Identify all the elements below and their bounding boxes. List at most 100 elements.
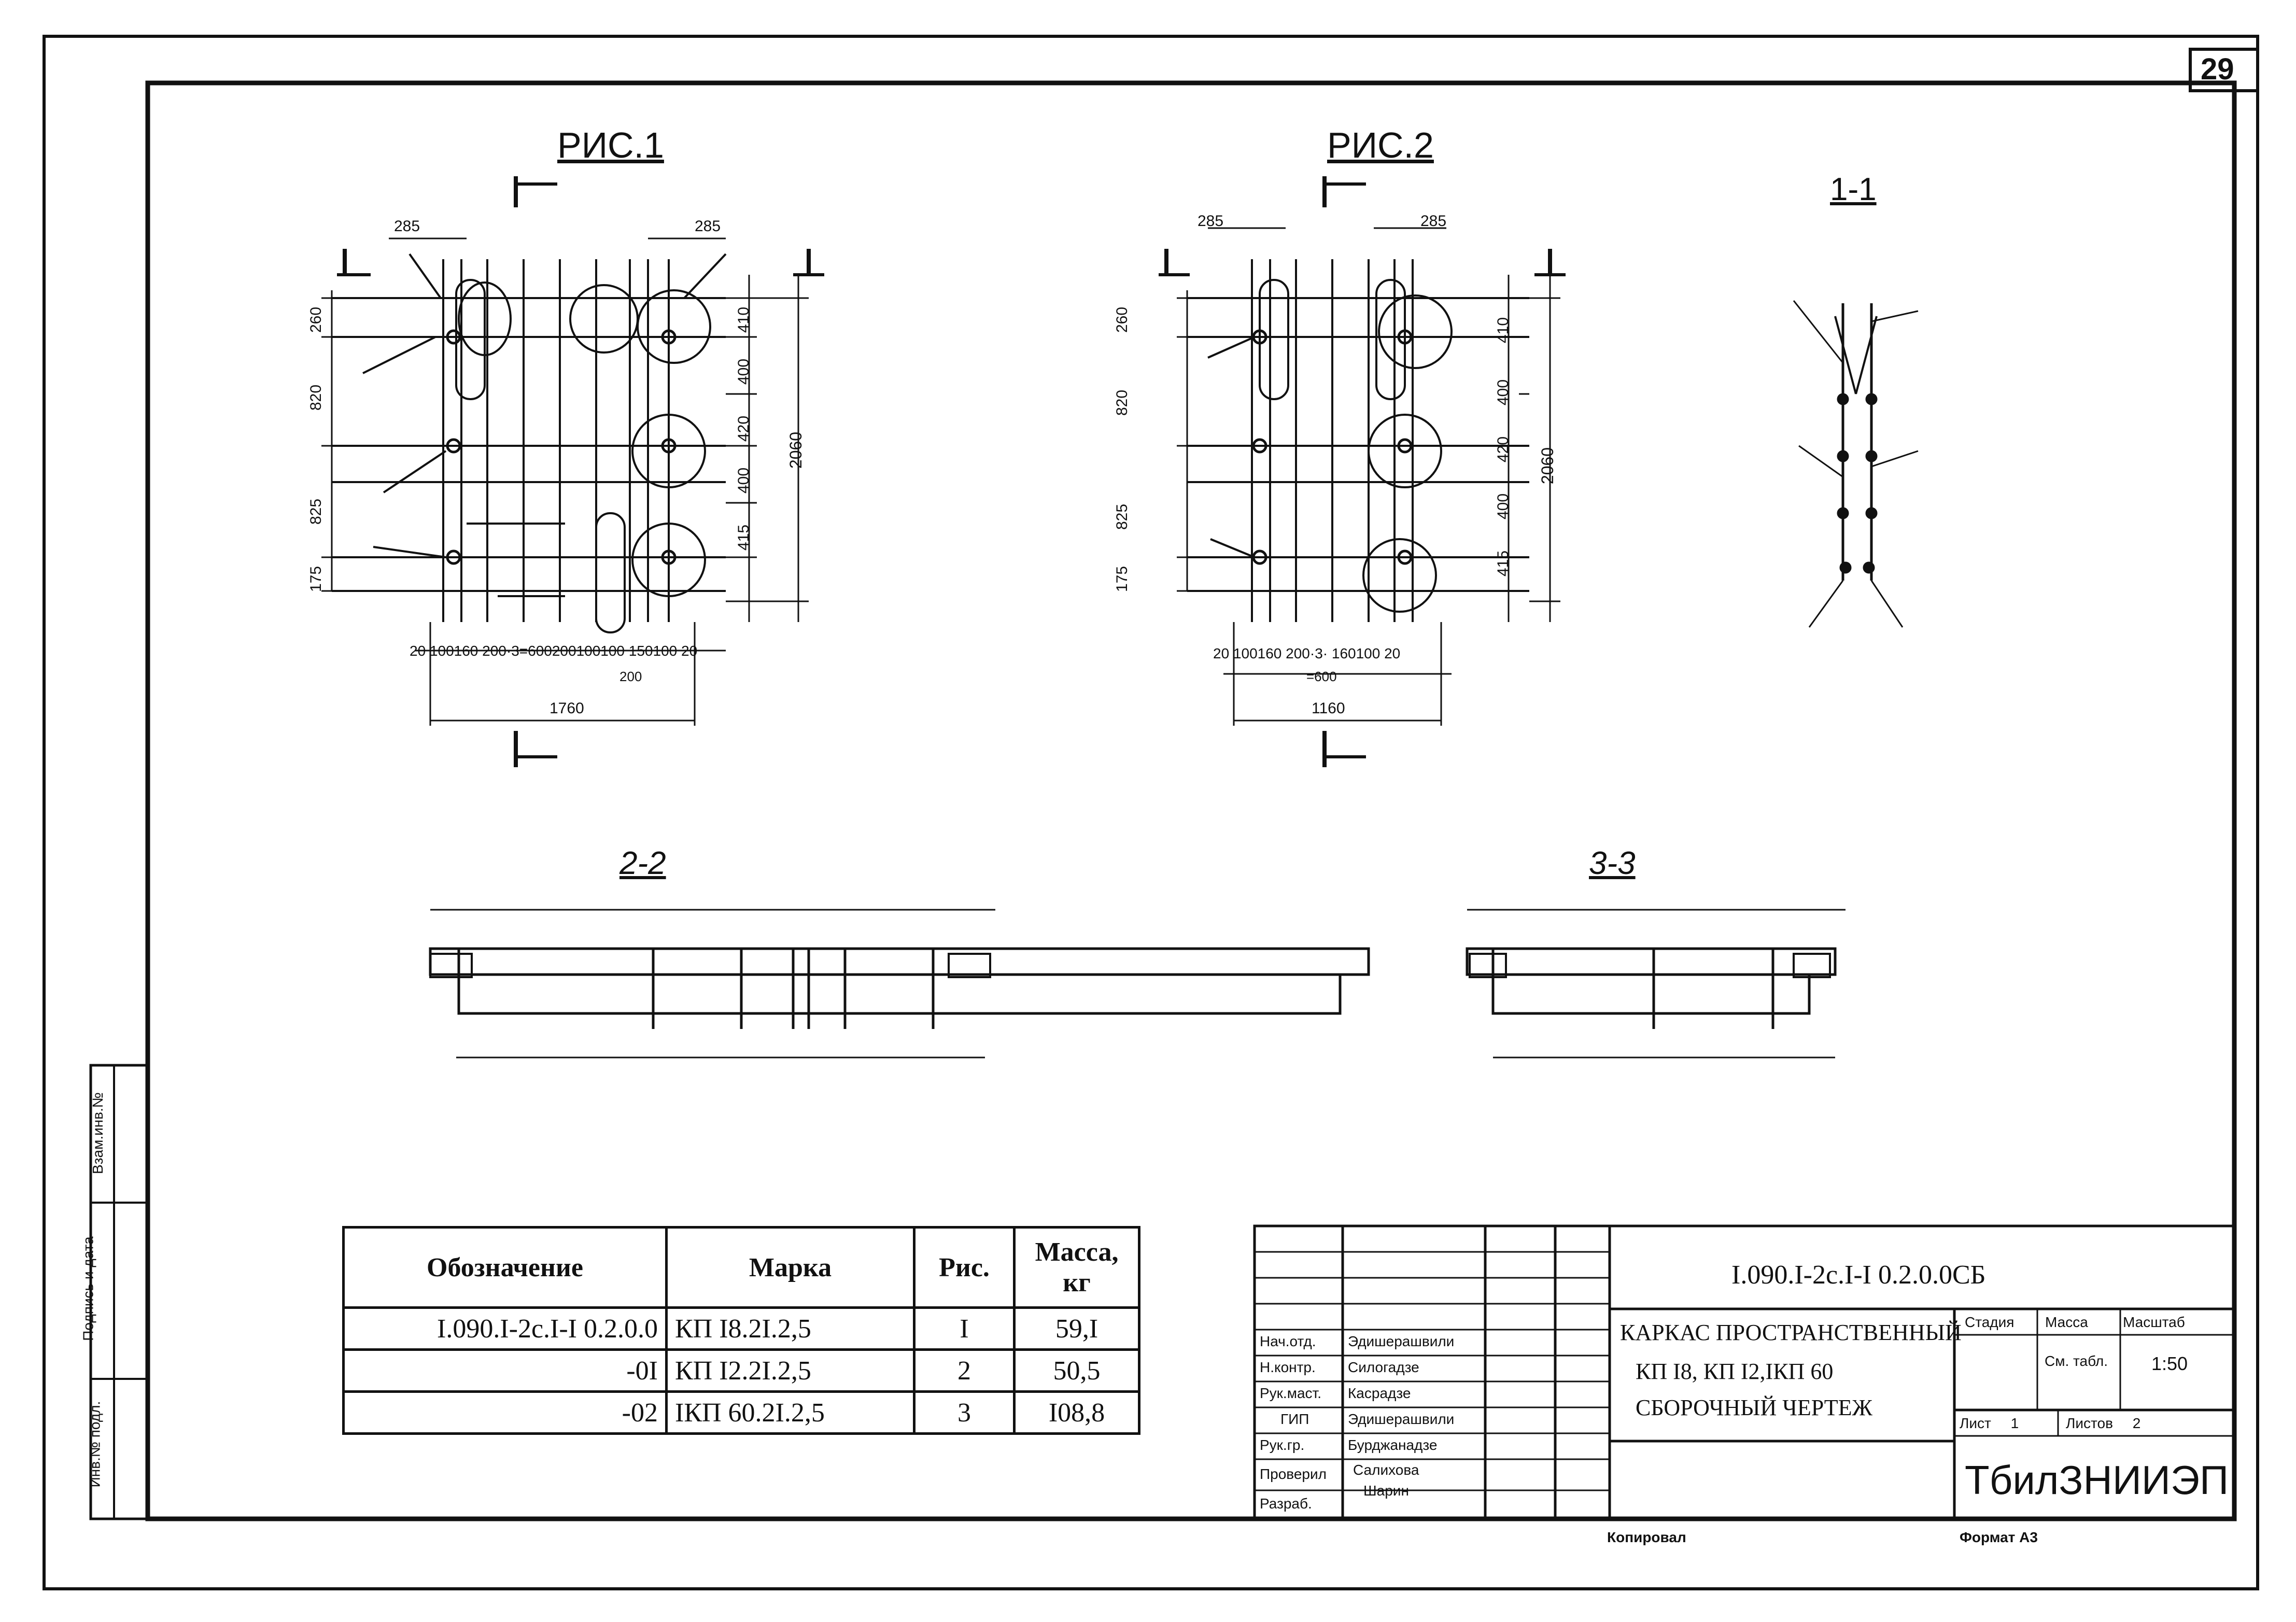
fig2-dim-left-2: 825: [1114, 503, 1131, 530]
fig1-chain-7: 150: [628, 643, 653, 659]
mass-value: См. табл.: [2044, 1353, 2108, 1369]
fig1-chain-2: 160: [454, 643, 478, 659]
section-2-2-drawing: [429, 909, 1370, 1059]
fig1-dim-total-width: 1760: [550, 700, 584, 717]
fig1-chain-9: 20: [681, 643, 698, 659]
fig1-chain-1: 100: [429, 643, 454, 659]
spec-header-designation: Обозначение: [342, 1226, 668, 1309]
spec-cell: 50,5: [1013, 1348, 1140, 1393]
organization-name: ТбилЗНИИЭП: [1965, 1457, 2229, 1503]
fig1-dim-left-3: 175: [307, 566, 325, 593]
fig1-dim-right-1: 400: [735, 358, 753, 385]
fig2-chain-2: 160: [1257, 645, 1282, 661]
drawing-title-3: СБОРОЧНЫЙ ЧЕРТЕЖ: [1636, 1395, 1872, 1420]
table-row: I.090.I-2c.I-I 0.2.0.0 КП I8.2I.2,5 I 59…: [342, 1306, 1140, 1351]
fig1-chain-6: 100: [600, 643, 625, 659]
fig1-dim-left-2: 825: [307, 498, 325, 525]
footer-copied: Копировал: [1607, 1529, 1686, 1545]
stage-label: Стадия: [1965, 1314, 2015, 1330]
fig1-dim-bottom-sub: 200: [619, 669, 642, 684]
fig2-dim-left-0: 260: [1114, 306, 1131, 333]
spec-cell: 59,I: [1013, 1306, 1140, 1351]
fig1-dim-right-2: 420: [735, 415, 753, 442]
sheet-value: 1: [2010, 1415, 2019, 1431]
fig1-dim-right-4: 415: [735, 524, 753, 551]
side-stamp-replace: Взам.инв.№: [89, 1092, 106, 1174]
sheet-label-text: Лист: [1960, 1415, 1991, 1431]
fig1-dim-right-3: 400: [735, 467, 753, 494]
section-3-3-title: 3-3: [1589, 845, 1636, 881]
fig1-title: РИС.1: [557, 125, 664, 165]
fig1-dim-bottom-chain: 20 100160 200·3=600200100100 150100 20: [410, 643, 697, 659]
fig2-chain-5: 100: [1356, 645, 1381, 661]
side-stamp-box: [89, 1064, 149, 1520]
scale-label: Масштаб: [2123, 1314, 2185, 1330]
role-0: Нач.отд.: [1260, 1333, 1316, 1349]
sheets-value: 2: [2132, 1415, 2141, 1431]
fig2-chain-6: 20: [1384, 645, 1401, 661]
spec-cell: I08,8: [1013, 1390, 1140, 1435]
fig2-dim-top-right: 285: [1420, 213, 1447, 230]
fig2-chain-4: 160: [1331, 645, 1356, 661]
table-row: -02 IКП 60.2I.2,5 3 I08,8: [342, 1390, 1140, 1435]
inner-frame: [145, 80, 2237, 1521]
fig2-dim-bottom-sub: =600: [1306, 669, 1337, 684]
fig1-dim-left-0: 260: [307, 306, 325, 333]
fig1-chain-8: 100: [653, 643, 678, 659]
fig2-dim-bottom-chain: 20 100160 200·3· 160100 20: [1213, 645, 1400, 662]
role-1: Н.контр.: [1260, 1359, 1316, 1375]
fig1-dim-top-left: 285: [394, 218, 420, 235]
fig1-dim-right-0: 410: [735, 306, 753, 333]
section-1-1-drawing: [1793, 300, 1919, 628]
fig2-title: РИС.2: [1327, 125, 1434, 165]
sheet-number-box: [2189, 48, 2259, 92]
fig2-chain-1: 100: [1233, 645, 1258, 661]
fig2-dim-right-3: 400: [1495, 493, 1512, 520]
fig2-dim-total-height: 2060: [1538, 447, 1557, 485]
spec-cell: КП I2.2I.2,5: [665, 1348, 915, 1393]
document-code: I.090.I-2c.I-I 0.2.0.0СБ: [1731, 1260, 1986, 1290]
side-stamp-inv: Инв.№ подл.: [87, 1401, 103, 1488]
name-5: Салихова: [1353, 1462, 1419, 1478]
name-2: Касрадзе: [1348, 1385, 1411, 1401]
fig1-dim-left-1: 820: [307, 384, 325, 411]
side-stamp-signature: Подпись и дата: [80, 1236, 96, 1341]
title-block-grid: [1253, 1224, 2236, 1520]
fig1-chain-5: 100: [576, 643, 601, 659]
drawing-title-2: КП I8, КП I2,IКП 60: [1636, 1359, 1834, 1384]
drawing-title-1: КАРКАС ПРОСТРАНСТВЕННЫЙ: [1620, 1320, 1962, 1345]
spec-cell: 3: [913, 1390, 1016, 1435]
fig2-chain-3: 200·3·: [1286, 645, 1328, 661]
spec-cell: КП I8.2I.2,5: [665, 1306, 915, 1351]
name-1: Силогадзе: [1348, 1359, 1419, 1375]
spec-header-row: Обозначение Марка Рис. Масса, кг: [342, 1226, 1140, 1309]
sheets-label: Листов 2: [2066, 1415, 2140, 1432]
name-0: Эдишерашвили: [1348, 1333, 1455, 1349]
spec-cell: IКП 60.2I.2,5: [665, 1390, 915, 1435]
scale-value: 1:50: [2151, 1353, 2188, 1374]
role-3: ГИП: [1280, 1411, 1309, 1427]
spec-cell: I: [913, 1306, 1016, 1351]
table-row: -0I КП I2.2I.2,5 2 50,5: [342, 1348, 1140, 1393]
spec-cell: -0I: [342, 1348, 668, 1393]
fig2-dim-right-0: 410: [1495, 317, 1512, 344]
footer-format: Формат А3: [1960, 1529, 2038, 1545]
fig1-dim-total-height: 2060: [786, 431, 806, 469]
section-1-1-title: 1-1: [1830, 172, 1877, 207]
name-4: Бурджанадзе: [1348, 1437, 1438, 1453]
sheet-number: 29: [2201, 52, 2234, 86]
spec-header-mark: Марка: [665, 1226, 915, 1309]
role-2: Рук.маст.: [1260, 1385, 1322, 1401]
spec-cell: -02: [342, 1390, 668, 1435]
fig2-chain-0: 20: [1213, 645, 1230, 661]
role-6: Разраб.: [1260, 1496, 1312, 1512]
sheets-label-text: Листов: [2066, 1415, 2113, 1431]
fig1-chain-4: 200: [552, 643, 576, 659]
role-5: Проверил: [1260, 1466, 1327, 1482]
name-6: Шарин: [1363, 1483, 1409, 1499]
fig2-dim-total-width: 1160: [1312, 700, 1345, 717]
fig2-dim-right-1: 400: [1495, 379, 1512, 406]
name-3: Эдишерашвили: [1348, 1411, 1455, 1427]
fig1-chain-3: 200·3=600: [482, 643, 552, 659]
